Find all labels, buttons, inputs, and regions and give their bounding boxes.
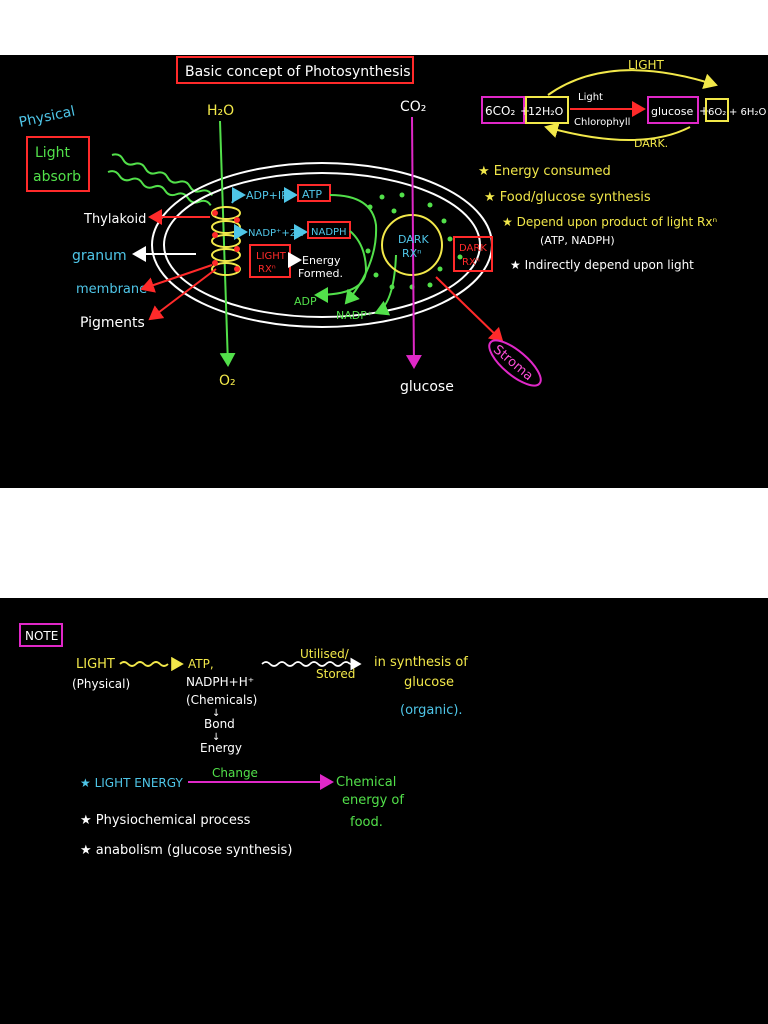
nadp-2h-label: NADP⁺+2H: [248, 228, 304, 239]
light-wave-1: [111, 153, 214, 196]
note-label: NOTE: [25, 629, 58, 643]
atp-box: [297, 184, 331, 202]
stroma-arrow: [435, 276, 504, 343]
pigments-label: Pigments: [80, 315, 145, 331]
dark-rx-inner-line2: RXⁿ: [402, 247, 422, 260]
granum-label: granum: [72, 248, 127, 264]
membrane-arrow: [140, 264, 213, 293]
dark-return-arrow: [374, 254, 397, 316]
diagram-title: Basic concept of Photosynthesis: [185, 64, 411, 80]
light-absorb-line1: Light: [35, 145, 70, 161]
bullet-depend-light-product: ★ Depend upon product of light Rxⁿ: [502, 215, 717, 229]
atp-label: ATP: [302, 188, 322, 201]
note-arrow-down2: ↓: [212, 732, 220, 743]
photosynthesis-diagram: Basic concept of Photosynthesis Physical…: [18, 56, 766, 395]
note-stored: Stored: [316, 667, 355, 681]
thylakoid-label: Thylakoid: [83, 212, 146, 227]
note-diagram: NOTE LIGHT (Physical) ATP, NADPH+H⁺ (Che…: [19, 623, 468, 858]
equation-co2: 6CO₂: [485, 104, 515, 118]
bullet-indirectly-depend: ★ Indirectly depend upon light: [510, 258, 694, 272]
photosynthesis-equation: LIGHT 6CO₂ + 12H₂O Light Chlorophyll glu…: [481, 58, 766, 150]
note-light: LIGHT: [76, 657, 115, 672]
equation-chlorophyll: Chlorophyll: [574, 117, 630, 128]
chloroplast-inner-membrane: [163, 172, 481, 318]
equation-h2o: 12H₂O: [528, 105, 564, 118]
photosynthesis-diagram-panel: Basic concept of Photosynthesis Physical…: [0, 55, 768, 488]
dark-reaction-box: [453, 236, 493, 272]
energy-formed-line2: Formed.: [298, 267, 343, 280]
note-panel: NOTE LIGHT (Physical) ATP, NADPH+H⁺ (Che…: [0, 598, 768, 1024]
dark-rx-box-line2: RXⁿ: [462, 257, 480, 268]
adp-arrow-in: [231, 187, 246, 204]
light-absorb-line2: absorb: [33, 169, 81, 185]
granum-stack: [211, 206, 241, 276]
o2-label: O₂: [219, 373, 236, 389]
note-bullet-anabolism: ★ anabolism (glucose synthesis): [80, 843, 292, 858]
dark-arc-arrow: [544, 122, 691, 141]
h2o-to-o2-arrow: [219, 120, 236, 367]
nadph-label: NADPH: [311, 227, 347, 238]
equation-glucose: glucose: [651, 105, 694, 118]
note-utilised: Utilised/: [300, 647, 350, 661]
note-atp: ATP,: [188, 657, 214, 671]
adp-ip-label: ADP+IP: [246, 189, 288, 202]
bullet-energy-consumed: ★ Energy consumed: [478, 164, 611, 179]
nadph-box: [307, 221, 351, 239]
co2-to-glucose-arrow: [405, 116, 422, 369]
light-rx-line2: RXⁿ: [258, 264, 276, 275]
note-glucose: glucose: [404, 675, 454, 690]
o2-box: [705, 98, 729, 122]
equation-light-label: LIGHT: [628, 58, 665, 72]
equation-light-small: Light: [578, 92, 603, 103]
note-light-energy: ★ LIGHT ENERGY: [80, 776, 183, 790]
co2-label: CO₂: [400, 99, 426, 115]
note-light-wave: [119, 661, 169, 667]
note-chemical: Chemical: [336, 775, 396, 790]
note-chemicals: (Chemicals): [186, 693, 257, 707]
equation-plus2: +: [699, 104, 709, 118]
glucose-box: [647, 96, 699, 124]
note-energy: Energy: [200, 741, 242, 755]
nadp-bottom-label: NADP⁺: [336, 309, 373, 322]
note-nadph: NADPH+H⁺: [186, 675, 254, 689]
note-energy-of: energy of: [342, 793, 404, 808]
note-bond: Bond: [204, 717, 235, 731]
note-arrow-down1: ↓: [212, 708, 220, 719]
note-food: food.: [350, 815, 383, 830]
light-absorb-box: [26, 136, 90, 192]
light-rx-line1: LIGHT: [256, 251, 287, 262]
note-change: Change: [212, 766, 258, 780]
note-utilised-wave: [261, 661, 351, 667]
note-physical: (Physical): [72, 677, 130, 691]
h2o-label: H₂O: [207, 103, 234, 119]
bullet-food-synthesis: ★ Food/glucose synthesis: [484, 190, 651, 205]
pigments-arrow: [148, 268, 217, 321]
title-box: [176, 56, 414, 84]
nadph-to-dark-arrow: [314, 230, 368, 303]
membrane-label: membrane: [76, 282, 147, 297]
physical-label: Physical: [18, 103, 77, 130]
dark-rx-box-line1: DARK: [459, 243, 487, 254]
equation-o2: 6O₂: [708, 107, 726, 118]
co2-box: [481, 96, 525, 124]
light-arc-arrow: [547, 69, 718, 96]
equation-h2o-out: + 6H₂O: [729, 107, 766, 118]
note-organic: (organic).: [400, 703, 463, 718]
light-wave-2: [107, 170, 212, 206]
bullet-atp-nadph: (ATP, NADPH): [540, 234, 615, 247]
note-box: [19, 623, 63, 647]
note-in-synthesis: in synthesis of: [374, 655, 468, 670]
energy-formed-line1: Energy: [302, 254, 341, 267]
stroma-blob: Stroma: [488, 339, 542, 387]
dark-rx-inner-line1: DARK: [398, 233, 429, 246]
glucose-bottom-label: glucose: [400, 379, 454, 395]
adp-bottom-label: ADP: [294, 295, 317, 308]
equation-dark-label: DARK.: [634, 137, 668, 150]
note-bullet-physiochemical: ★ Physiochemical process: [80, 813, 251, 828]
